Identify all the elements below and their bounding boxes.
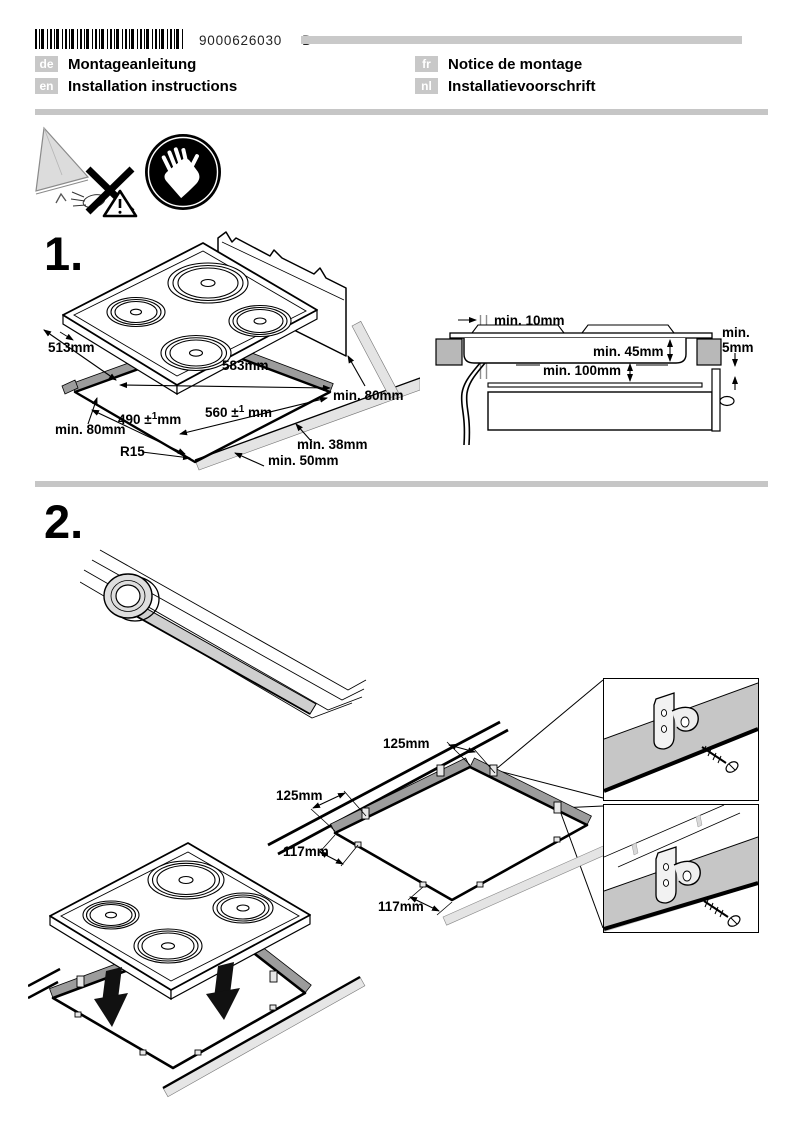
dim-cable-clearance: min. 10mm bbox=[494, 313, 565, 328]
dim-front-edge: min. 50mm bbox=[268, 453, 339, 468]
language-row-en: en Installation instructions bbox=[35, 77, 237, 95]
dim-clip-top: 125mm bbox=[383, 736, 430, 751]
language-tag-en: en bbox=[35, 78, 58, 94]
section-divider-1 bbox=[35, 109, 768, 115]
dim-clearance-right: min. 80mm bbox=[333, 388, 404, 403]
section-divider-2 bbox=[35, 481, 768, 487]
dim-clearance-below: min. 100mm bbox=[543, 363, 621, 378]
dim-hob-width: 583mm bbox=[222, 358, 269, 373]
part-number: 9000626030 bbox=[199, 33, 283, 48]
step1-cutout-plan-diagram: 513mm 583mm min. 80mm 560 ±1 mm 490 ±1mm… bbox=[43, 231, 420, 471]
screw bbox=[703, 899, 741, 927]
protective-gloves-icon bbox=[145, 134, 221, 210]
step2-sealing-tape-diagram bbox=[80, 549, 367, 719]
language-row-fr: fr Notice de montage bbox=[415, 55, 582, 73]
fixing-clip-detail bbox=[655, 846, 701, 904]
dimension-lines bbox=[43, 329, 366, 467]
language-title-fr: Notice de montage bbox=[448, 55, 583, 73]
tape-roll bbox=[103, 573, 160, 622]
dim-hob-height: min. 45mm bbox=[593, 344, 664, 359]
language-title-en: Installation instructions bbox=[68, 77, 238, 95]
warning-triangle-icon bbox=[102, 189, 138, 218]
hob-plan bbox=[49, 842, 311, 1001]
fixing-clips bbox=[354, 764, 562, 888]
language-tag-fr: fr bbox=[415, 56, 438, 72]
dim-clip-bottom: 117mm bbox=[378, 899, 424, 914]
step1-section-diagram: min. 10mm min. 45mm min. 100mm min. 5mm bbox=[435, 313, 754, 446]
dim-clip-left: 125mm bbox=[276, 788, 323, 803]
clip-detail-inset-2 bbox=[603, 804, 759, 933]
fixing-clips bbox=[74, 970, 278, 1056]
dim-clearance-left: min. 80mm bbox=[55, 422, 126, 437]
step2-hob-insertion-diagram bbox=[28, 842, 366, 1098]
step-2-number: 2. bbox=[44, 495, 84, 548]
dimension-lines bbox=[458, 317, 738, 390]
dim-clip-side: 117mm bbox=[283, 844, 329, 859]
dim-cutout-width: 560 ±1 mm bbox=[205, 404, 272, 420]
language-title-nl: Installatievoorschrift bbox=[448, 77, 596, 95]
fixing-clip-detail bbox=[653, 692, 699, 750]
language-tag-de: de bbox=[35, 56, 58, 72]
barcode bbox=[35, 29, 185, 49]
part-number-row: 9000626030 D bbox=[199, 33, 313, 48]
insertion-arrows bbox=[94, 962, 240, 1027]
hob-plan bbox=[62, 242, 318, 396]
dim-rear-gap-2: 5mm bbox=[722, 340, 754, 355]
header-gray-bar bbox=[301, 36, 742, 44]
glass-pane-warning-icon bbox=[35, 126, 138, 218]
language-tag-nl: nl bbox=[415, 78, 438, 94]
dimension-arrows bbox=[312, 743, 476, 912]
language-title-de: Montageanleitung bbox=[68, 55, 197, 73]
dim-corner-radius: R15 bbox=[120, 444, 145, 459]
dim-cutout-depth: 490 ±1mm bbox=[118, 411, 181, 427]
dim-hob-depth: 513mm bbox=[48, 340, 95, 355]
screw bbox=[701, 745, 739, 773]
step-1-number: 1. bbox=[44, 227, 84, 280]
dim-front-distance: min. 38mm bbox=[297, 437, 368, 452]
clip-detail-inset-1 bbox=[603, 678, 759, 801]
language-row-nl: nl Installatievoorschrift bbox=[415, 77, 596, 95]
dim-rear-gap-1: min. bbox=[722, 325, 750, 340]
safety-icons bbox=[35, 126, 221, 218]
language-row-de: de Montageanleitung bbox=[35, 55, 196, 73]
